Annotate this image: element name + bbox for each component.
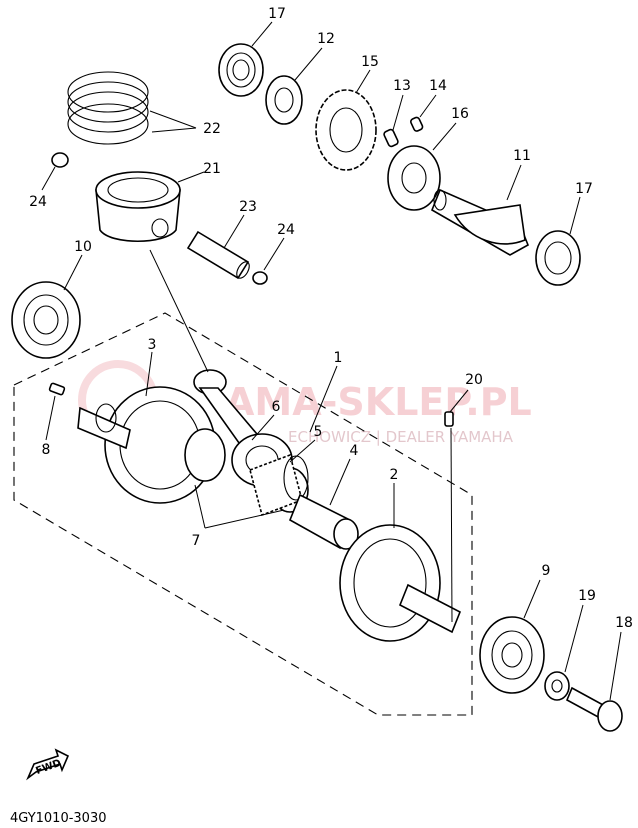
callout-22: 22 <box>203 121 221 137</box>
bolt-18 <box>565 686 623 732</box>
key-8 <box>48 382 66 396</box>
crankshaft-assembly-outline <box>13 312 473 716</box>
plate-16 <box>387 145 441 211</box>
callout-16: 16 <box>451 106 469 122</box>
callout-17b: 17 <box>575 181 593 197</box>
callout-3: 3 <box>148 337 157 353</box>
crank-left-3 <box>77 386 216 504</box>
crank-pin-4 <box>288 493 359 550</box>
callout-20: 20 <box>465 372 483 388</box>
sprocket-15 <box>315 89 377 171</box>
callout-12: 12 <box>317 31 335 47</box>
callout-19: 19 <box>578 588 596 604</box>
fwd-label: FWD <box>34 758 62 777</box>
callout-2: 2 <box>390 467 399 483</box>
pin-14 <box>410 116 424 132</box>
callout-1: 1 <box>334 350 343 366</box>
callout-24b: 24 <box>277 222 295 238</box>
callouts: 17 12 15 13 14 16 11 17 22 21 24 23 24 1… <box>29 6 633 631</box>
callout-10: 10 <box>74 239 92 255</box>
callout-13: 13 <box>393 78 411 94</box>
leader-lines <box>41 21 622 701</box>
circlip-left <box>51 152 69 168</box>
watermark: AMA-SKLEP.PL ECHOWICZ | DEALER YAMAHA <box>78 360 532 446</box>
needle-bearing-5 <box>249 453 309 517</box>
callout-17a: 17 <box>268 6 286 22</box>
washer-19 <box>544 671 570 701</box>
piston-21 <box>95 171 181 243</box>
circlip-right <box>252 271 268 285</box>
bearing-10 <box>11 281 81 359</box>
bearing-9 <box>479 616 545 694</box>
gear-12 <box>265 75 303 125</box>
watermark-subtitle: ECHOWICZ | DEALER YAMAHA <box>288 428 514 446</box>
piston-rings-22 <box>67 71 149 145</box>
callout-5: 5 <box>314 424 323 440</box>
callout-4: 4 <box>350 443 359 459</box>
piston-pin-23 <box>186 230 250 280</box>
spring-13 <box>383 128 399 148</box>
washer-7a <box>184 428 226 482</box>
watermark-title: AMA-SKLEP.PL <box>225 380 532 424</box>
bearing-right <box>535 230 581 286</box>
callout-23: 23 <box>239 199 257 215</box>
callout-11: 11 <box>513 148 531 164</box>
callout-6: 6 <box>272 399 281 415</box>
crank-right-2 <box>339 524 462 642</box>
callout-14: 14 <box>429 78 447 94</box>
diagram-code: 4GY1010-3030 <box>10 811 107 826</box>
callout-9: 9 <box>542 563 551 579</box>
callout-7: 7 <box>192 533 201 549</box>
key-20 <box>444 411 454 427</box>
callout-18: 18 <box>615 615 633 631</box>
balancer-shaft-11 <box>430 188 530 256</box>
callout-15: 15 <box>361 54 379 70</box>
callout-21: 21 <box>203 161 221 177</box>
bearing-top <box>218 43 264 97</box>
callout-8: 8 <box>42 442 51 458</box>
fwd-arrow-icon: FWD <box>26 748 70 781</box>
callout-24a: 24 <box>29 194 47 210</box>
